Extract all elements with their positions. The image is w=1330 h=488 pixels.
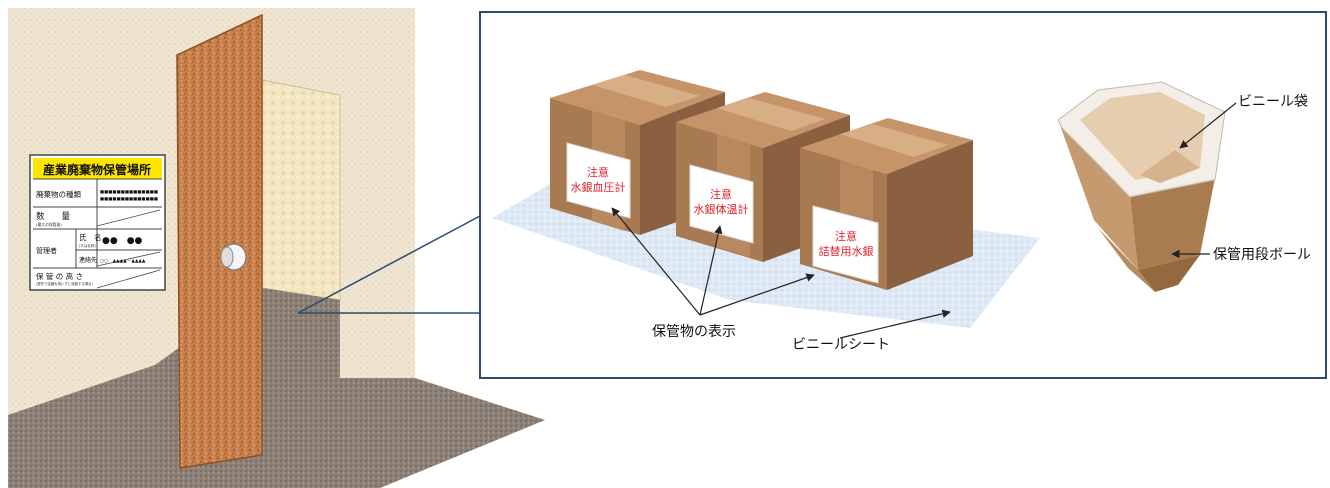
box-1-label-line2: 水銀血圧計	[571, 180, 626, 194]
label-plastic-sheet: ビニールシート	[792, 337, 890, 353]
box-1-label-line1: 注意	[587, 165, 609, 179]
box-3-label-line1: 注意	[835, 229, 857, 243]
inner-floor	[262, 288, 340, 450]
open-door	[176, 13, 263, 469]
sign-row-quantity: 数 量	[36, 211, 71, 222]
box-2-label-line2: 水銀体温計	[694, 202, 749, 216]
label-plastic-bag: ビニール袋	[1238, 94, 1308, 110]
sign-row-height: 保 管 の 高 さ	[36, 271, 83, 281]
sign-row-waste-type-value: ■■■■■■■■■■■■■■	[100, 189, 158, 194]
open-cardboard-box	[1057, 81, 1226, 292]
box-1-label	[566, 142, 631, 219]
svg-text:■■■■■■■■■■■■■■: ■■■■■■■■■■■■■■	[100, 196, 158, 201]
box-2-label	[689, 164, 754, 244]
waste-storage-sign: 産業廃棄物保管場所 廃棄物の種類 ■■■■■■■■■■■■■■ ■■■■■■■■…	[29, 154, 166, 291]
storage-room-scene: 産業廃棄物保管場所 廃棄物の種類 ■■■■■■■■■■■■■■ ■■■■■■■■…	[8, 8, 545, 488]
sign-row-height-sub: (屋外で容器を用いずに保管する場合)	[36, 281, 94, 286]
callout-arrows	[611, 102, 1237, 339]
zoom-line-top	[297, 215, 481, 314]
sign-row-name-value: ●● ●●	[102, 236, 143, 246]
sign-row-name: 氏 名	[79, 232, 102, 242]
label-storage-display: 保管物の表示	[652, 324, 736, 340]
box-2-label-line1: 注意	[710, 187, 732, 201]
sign-row-name-sub: (又は名称)	[79, 243, 96, 248]
door-opening-interior	[261, 79, 341, 301]
sign-row-contact: 連絡先	[79, 256, 97, 264]
box-3-label-line2: 詰替用水銀	[819, 244, 874, 258]
sign-row-manager: 管理者	[36, 246, 57, 255]
box-3-label	[812, 205, 879, 284]
cardboard-box-3: 注意 詰替用水銀	[800, 118, 973, 290]
label-cardboard: 保管用段ボール	[1213, 247, 1311, 263]
sign-row-waste-type: 廃棄物の種類	[36, 189, 81, 199]
sign-row-quantity-sub: (最大の保管量)	[36, 222, 62, 227]
sign-row-contact-value: ○○ ▲▲▲▲－▲▲▲▲	[100, 259, 146, 264]
sign-title: 産業廃棄物保管場所	[43, 162, 151, 177]
